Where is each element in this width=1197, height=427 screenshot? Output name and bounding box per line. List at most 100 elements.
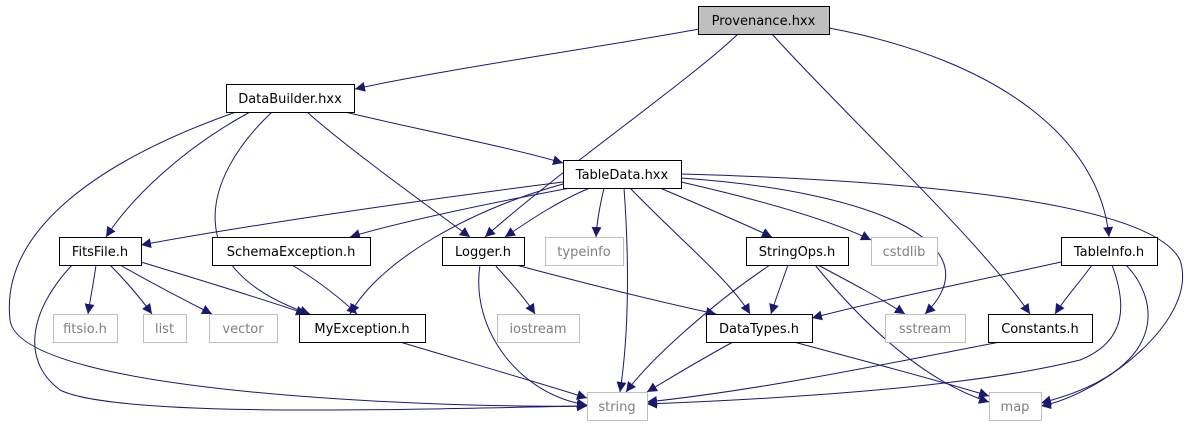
node-cstdlib-box (871, 237, 938, 266)
node-logger-label: Logger.h (455, 245, 511, 260)
edge-databuilder-to-fitsfile (105, 111, 251, 238)
node-datatypes-box (706, 314, 813, 343)
edge-myexception-to-string (399, 341, 588, 400)
node-map-box (989, 392, 1042, 421)
node-iostream-label: iostream (509, 322, 566, 337)
edge-stringops-to-datatypes (769, 264, 789, 315)
node-tabledata-box (563, 160, 682, 189)
node-logger-box (442, 237, 525, 266)
node-typeinfo[interactable]: typeinfo (545, 237, 624, 266)
edge-logger-to-string (478, 264, 588, 409)
edge-tabledata-to-cstdlib (680, 181, 872, 241)
edge-tableinfo-to-constants (1054, 264, 1093, 315)
edge-tabledata-to-sstream (680, 177, 947, 315)
edge-databuilder-to-myexception (214, 111, 311, 316)
node-cstdlib[interactable]: cstdlib (871, 237, 938, 266)
node-schemaexception-label: SchemaException.h (227, 245, 356, 260)
node-constants-box (988, 314, 1093, 343)
edge-fitsfile-to-vector (119, 264, 213, 315)
edge-databuilder-to-tabledata (344, 111, 564, 166)
node-fitsio-box (53, 314, 118, 343)
node-provenance[interactable]: Provenance.hxx (698, 6, 830, 35)
edge-fitsfile-to-string (34, 264, 588, 412)
node-myexception[interactable]: MyException.h (299, 314, 426, 343)
node-string[interactable]: string (587, 392, 648, 421)
edge-fitsfile-to-fitsio (84, 264, 97, 315)
edge-datatypes-to-string (646, 341, 734, 393)
edge-provenance-to-tableinfo (828, 27, 1114, 238)
edge-tabledata-to-stringops (659, 187, 773, 238)
edge-tabledata-to-datatypes (629, 187, 751, 315)
node-databuilder-label: DataBuilder.hxx (238, 92, 342, 107)
edge-tabledata-to-schemaexception (349, 187, 571, 239)
node-sstream-label: sstream (899, 322, 951, 337)
edge-tabledata-to-myexception (349, 183, 564, 315)
node-sstream-box (885, 314, 966, 343)
edge-fitsfile-to-list (109, 264, 153, 315)
edge-stringops-to-sstream (817, 264, 906, 315)
edge-stringops-to-string (625, 264, 771, 393)
edge-provenance-to-constants (771, 33, 1031, 315)
node-vector[interactable]: vector (209, 314, 278, 343)
node-myexception-box (299, 314, 426, 343)
node-typeinfo-label: typeinfo (557, 245, 610, 260)
edge-tabledata-to-logger (504, 187, 591, 238)
node-databuilder[interactable]: DataBuilder.hxx (226, 84, 355, 113)
node-list-label: list (155, 322, 174, 337)
node-vector-box (209, 314, 278, 343)
edge-tabledata-to-typeinfo (591, 187, 605, 238)
node-fitsfile-box (59, 237, 142, 266)
node-datatypes-label: DataTypes.h (719, 322, 799, 337)
nodes-layer: Provenance.hxxDataBuilder.hxxTableData.h… (53, 6, 1158, 421)
node-schemaexception[interactable]: SchemaException.h (212, 237, 371, 266)
edge-provenance-to-databuilder (354, 28, 700, 92)
node-stringops-label: StringOps.h (759, 245, 835, 260)
edge-logger-to-iostream (494, 264, 536, 315)
node-tableinfo-box (1061, 237, 1158, 266)
node-list-box (143, 314, 187, 343)
node-fitsio-label: fitsio.h (63, 322, 107, 337)
node-tableinfo-label: TableInfo.h (1073, 245, 1144, 260)
edge-tabledata-to-string (616, 187, 628, 393)
node-string-box (587, 392, 648, 421)
edge-schemaexception-to-myexception (291, 264, 358, 315)
node-cstdlib-label: cstdlib (883, 245, 926, 260)
node-databuilder-box (226, 84, 355, 113)
node-string-label: string (598, 400, 635, 415)
node-sstream[interactable]: sstream (885, 314, 966, 343)
node-map-label: map (1001, 400, 1030, 415)
node-provenance-label: Provenance.hxx (712, 14, 816, 29)
edge-tableinfo-to-map (1040, 264, 1149, 406)
edge-constants-to-string (646, 341, 1001, 406)
node-fitsfile-label: FitsFile.h (72, 245, 128, 260)
node-list[interactable]: list (143, 314, 187, 343)
edge-databuilder-to-string (8, 111, 588, 412)
edge-fitsfile-to-myexception (140, 261, 307, 316)
node-constants[interactable]: Constants.h (988, 314, 1093, 343)
node-schemaexception-box (212, 237, 371, 266)
node-stringops[interactable]: StringOps.h (746, 237, 849, 266)
node-tabledata[interactable]: TableData.hxx (563, 160, 682, 189)
node-constants-label: Constants.h (1001, 322, 1079, 337)
node-tabledata-label: TableData.hxx (575, 168, 669, 183)
node-iostream[interactable]: iostream (497, 314, 580, 343)
node-tableinfo[interactable]: TableInfo.h (1061, 237, 1158, 266)
edges-layer (8, 27, 1183, 412)
node-iostream-box (497, 314, 580, 343)
edge-logger-to-datatypes (515, 264, 717, 317)
node-logger[interactable]: Logger.h (442, 237, 525, 266)
node-fitsfile[interactable]: FitsFile.h (59, 237, 142, 266)
node-myexception-label: MyException.h (314, 322, 409, 337)
node-provenance-box (698, 6, 830, 35)
node-datatypes[interactable]: DataTypes.h (706, 314, 813, 343)
edge-tableinfo-to-string (646, 264, 1122, 409)
node-typeinfo-box (545, 237, 624, 266)
edge-datatypes-to-map (793, 341, 990, 398)
edge-tableinfo-to-datatypes (811, 261, 1062, 321)
node-map[interactable]: map (989, 392, 1042, 421)
edge-stringops-to-map (814, 264, 990, 404)
edge-provenance-to-logger (484, 33, 739, 238)
edge-tabledata-to-fitsfile (140, 181, 564, 249)
node-fitsio[interactable]: fitsio.h (53, 314, 118, 343)
